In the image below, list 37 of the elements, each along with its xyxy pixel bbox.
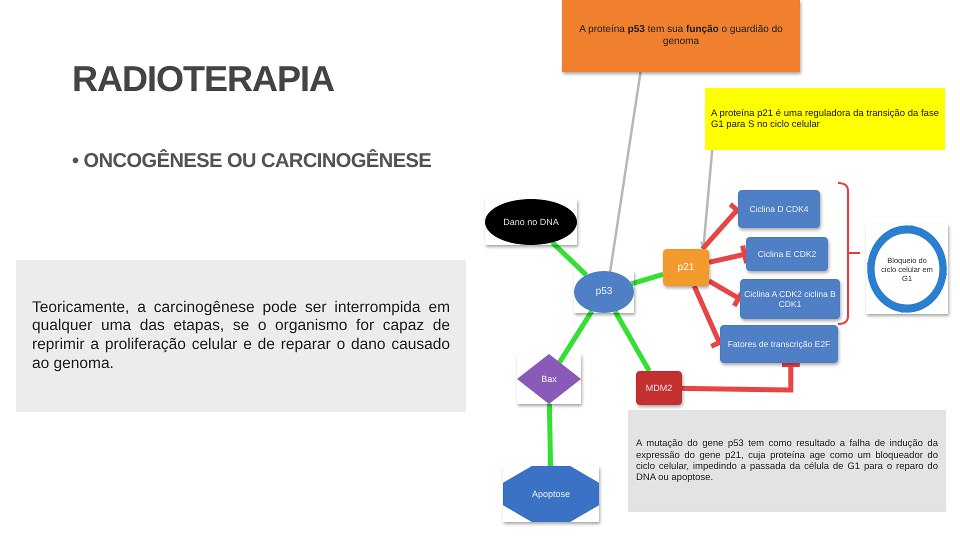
ellipse-node (485, 199, 577, 245)
node-text: p53 (596, 286, 612, 298)
ellipse-node (574, 271, 634, 313)
node-text: Bax (541, 374, 557, 384)
node-text: MDM2 (646, 382, 672, 394)
node-text: Fatores de transcrição E2F (728, 338, 830, 350)
connector-line (608, 72, 642, 272)
decision-diamond (517, 354, 581, 404)
text-box (562, 0, 800, 72)
node-text: A proteína p21 é uma reguladora da transição da fase G1 para S no ciclo celular (711, 108, 939, 130)
slide-title: RADIOTERAPIA (72, 58, 334, 100)
node-text: Apoptose (532, 488, 570, 500)
connector-line (557, 310, 594, 364)
node-text: Dano no DNA (503, 216, 559, 228)
node-text: A proteína p53 tem sua função o guardião do genoma (578, 24, 784, 48)
node-text: Ciclina A CDK2 ciclina B CDK1 (743, 288, 837, 310)
cycle-ring (866, 224, 948, 314)
node-text: A mutação do gene p53 tem como resultado a falha de indução da expressão do gene p21, cuja proteína age como um bloqueador do ciclo celular, impedindo a passada da célula de G1 para o reparo do DNA ou apoptose. (636, 438, 938, 484)
process-box (720, 325, 838, 363)
connector-line (630, 272, 664, 286)
process-box (740, 279, 840, 319)
process-box (636, 371, 682, 405)
node-text: p21 (678, 262, 694, 274)
bullet-text: • ONCOGÊNESE OU CARCINOGÊNESE (72, 150, 432, 173)
octagon-node (503, 466, 599, 522)
text-box (705, 88, 945, 150)
text-box (628, 410, 946, 512)
connector-line (550, 240, 588, 277)
node-text: Teoricamente, a carcinogênese pode ser interrompida em qualquer uma das etapas, se o organismo for capaz de reprimir a proliferação celular e de reparar o dano causado ao genoma. (32, 298, 450, 374)
connector-line (613, 310, 652, 372)
process-box (746, 237, 828, 271)
process-box (663, 249, 709, 286)
node-text: Ciclina D CDK4 (749, 204, 809, 214)
inhibition-line (682, 362, 800, 393)
node-text: Ciclina E CDK2 (758, 248, 816, 260)
process-box (738, 190, 820, 228)
connector-line (546, 404, 554, 466)
